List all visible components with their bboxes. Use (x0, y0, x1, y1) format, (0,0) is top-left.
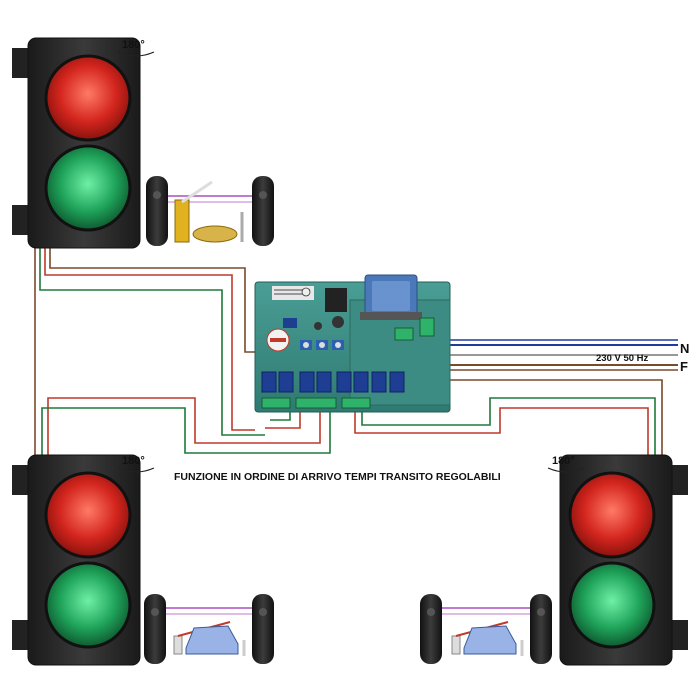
diagram-caption: FUNZIONE IN ORDINE DI ARRIVO TEMPI TRANS… (174, 471, 501, 483)
rotation-label-bottom-right: 180° (552, 455, 575, 467)
barrier-arm (181, 180, 213, 204)
photocell-left (420, 594, 442, 664)
heatsink (325, 288, 347, 312)
controller-board (254, 274, 451, 413)
terminal-blocks (261, 317, 435, 409)
wire-tl-green (39, 245, 265, 436)
power-phase-label: F (680, 359, 688, 374)
rotation-label-top-left: 180° (122, 39, 145, 51)
wires (34, 245, 678, 455)
traffic-light-bottom-left (12, 454, 141, 666)
ce-mark (301, 287, 311, 297)
capacitor (332, 316, 344, 328)
photocell-right (252, 594, 274, 664)
traffic-light-top-left (12, 37, 141, 249)
barrier-post (451, 635, 461, 655)
photocell-pair-bottom-left (144, 594, 274, 664)
photocell-right (252, 176, 274, 246)
transformer (360, 274, 422, 320)
red-lamp (44, 471, 132, 559)
wire-mid-green (270, 410, 291, 421)
wire-br-red (354, 407, 649, 455)
power-neutral-label: N (680, 341, 689, 356)
photocell-pair-top (146, 176, 274, 246)
car-icon (192, 225, 238, 243)
potentiometers (300, 340, 344, 350)
wire-bl-green (41, 407, 331, 455)
barrier-post (174, 199, 190, 243)
car-icon (185, 625, 239, 655)
rotation-arcs (117, 51, 585, 473)
wire-br-green (361, 397, 656, 455)
green-lamp (568, 561, 656, 649)
wire-br-brown (440, 379, 663, 455)
green-lamp (44, 144, 132, 232)
dip-switch (283, 318, 297, 328)
wire-tl-red (44, 245, 255, 431)
red-lamp (44, 54, 132, 142)
photocell-left (144, 594, 166, 664)
wire-tl-brown (49, 245, 258, 353)
car-icon (463, 625, 517, 655)
red-lamp (568, 471, 656, 559)
barrier-post (173, 635, 183, 655)
rotation-label-bottom-left: 180° (122, 455, 145, 467)
relays (261, 371, 405, 393)
traffic-light-bottom-right (559, 454, 688, 666)
photocell-pair-bottom-right (420, 594, 552, 664)
capacitor (314, 322, 322, 330)
power-voltage-label: 230 V 50 Hz (596, 353, 649, 364)
green-lamp (44, 561, 132, 649)
wire-mid-red (265, 410, 301, 429)
photocell-right (530, 594, 552, 664)
photocell-left (146, 176, 168, 246)
